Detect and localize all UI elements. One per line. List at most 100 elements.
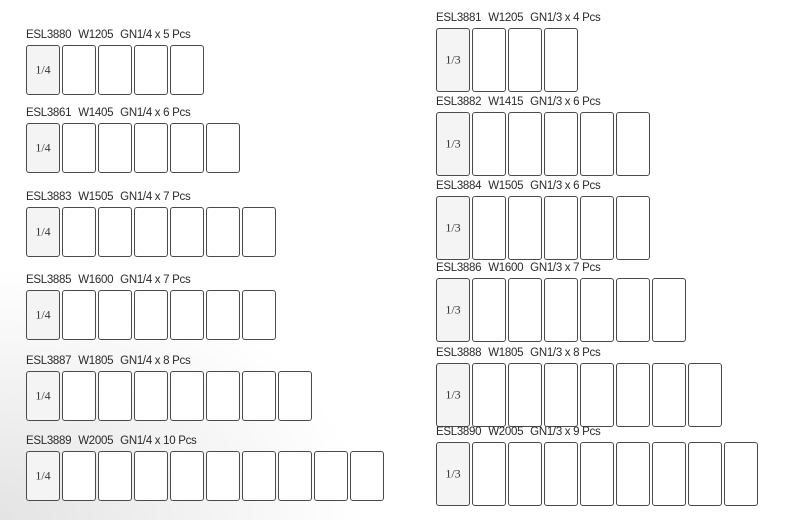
model-spec: GN1/4 x 8 Pcs — [120, 355, 191, 367]
pan-first-labeled: 1/4 — [26, 123, 60, 173]
pan-slot — [544, 442, 578, 506]
pan-slot — [170, 290, 204, 340]
pan-slot — [134, 123, 168, 173]
model-spec: GN1/4 x 7 Pcs — [120, 274, 191, 286]
pan-first-labeled: 1/4 — [26, 371, 60, 421]
pan-slot — [652, 278, 686, 342]
pan-slot — [134, 371, 168, 421]
model-code: ESL3881 — [436, 12, 482, 24]
pan-row: 1/3 — [436, 28, 580, 92]
model-width: W1505 — [488, 180, 524, 192]
model-caption: ESL3882 W1415 GN1/3 x 6 Pcs — [436, 95, 601, 109]
pan-slot — [62, 290, 96, 340]
pan-slot — [134, 207, 168, 257]
model-width: W1805 — [78, 355, 114, 367]
model-width: W1805 — [488, 347, 524, 359]
pan-first-labeled: 1/3 — [436, 442, 470, 506]
pan-slot — [170, 45, 204, 95]
pan-slot — [544, 363, 578, 427]
pan-size-label: 1/3 — [445, 220, 461, 235]
pan-slot — [580, 112, 614, 176]
pan-slot — [170, 123, 204, 173]
pan-size-label: 1/4 — [35, 468, 51, 483]
pan-slot — [134, 290, 168, 340]
pan-slot — [616, 278, 650, 342]
pan-size-label: 1/3 — [445, 387, 461, 402]
model-code: ESL3882 — [436, 96, 482, 108]
model-width: W2005 — [78, 435, 114, 447]
pan-slot — [688, 442, 722, 506]
pan-slot — [98, 451, 132, 501]
pan-slot — [472, 112, 506, 176]
pan-slot — [62, 45, 96, 95]
pan-row: 1/4 — [26, 371, 314, 421]
pan-size-label: 1/3 — [445, 52, 461, 67]
model-width: W2005 — [488, 426, 524, 438]
model-spec: GN1/4 x 5 Pcs — [120, 29, 191, 41]
pan-slot — [652, 442, 686, 506]
pan-slot — [62, 207, 96, 257]
pan-slot — [508, 363, 542, 427]
model-width: W1415 — [488, 96, 524, 108]
pan-size-label: 1/4 — [35, 140, 51, 155]
model-spec: GN1/3 x 4 Pcs — [530, 12, 601, 24]
pan-row: 1/3 — [436, 363, 724, 427]
pan-slot — [580, 278, 614, 342]
pan-row: 1/4 — [26, 207, 278, 257]
pan-first-labeled: 1/3 — [436, 278, 470, 342]
pan-slot — [616, 112, 650, 176]
pan-slot — [616, 196, 650, 260]
pan-size-label: 1/3 — [445, 466, 461, 481]
pan-row: 1/4 — [26, 45, 206, 95]
pan-slot — [98, 207, 132, 257]
pan-slot — [206, 290, 240, 340]
pan-size-label: 1/3 — [445, 302, 461, 317]
pan-slot — [350, 451, 384, 501]
model-width: W1205 — [78, 29, 114, 41]
pan-slot — [544, 112, 578, 176]
pan-slot — [170, 207, 204, 257]
pan-slot — [580, 363, 614, 427]
pan-slot — [472, 442, 506, 506]
model-width: W1600 — [488, 262, 524, 274]
pan-slot — [206, 371, 240, 421]
pan-slot — [278, 451, 312, 501]
pan-slot — [616, 442, 650, 506]
model-spec: GN1/3 x 6 Pcs — [530, 180, 601, 192]
pan-slot — [98, 123, 132, 173]
pan-row: 1/3 — [436, 442, 760, 506]
pan-slot — [508, 112, 542, 176]
pan-slot — [616, 363, 650, 427]
pan-slot — [508, 442, 542, 506]
model-code: ESL3885 — [26, 274, 72, 286]
pan-slot — [134, 451, 168, 501]
pan-slot — [508, 28, 542, 92]
model-spec: GN1/4 x 7 Pcs — [120, 191, 191, 203]
pan-first-labeled: 1/3 — [436, 363, 470, 427]
model-spec: GN1/3 x 6 Pcs — [530, 96, 601, 108]
model-width: W1505 — [78, 191, 114, 203]
model-width: W1600 — [78, 274, 114, 286]
pan-slot — [170, 451, 204, 501]
pan-slot — [544, 278, 578, 342]
model-code: ESL3888 — [436, 347, 482, 359]
pan-slot — [206, 451, 240, 501]
model-code: ESL3883 — [26, 191, 72, 203]
pan-slot — [688, 363, 722, 427]
model-caption: ESL3883 W1505 GN1/4 x 7 Pcs — [26, 190, 191, 204]
model-code: ESL3886 — [436, 262, 482, 274]
pan-size-label: 1/3 — [445, 136, 461, 151]
pan-slot — [242, 371, 276, 421]
pan-first-labeled: 1/4 — [26, 207, 60, 257]
pan-slot — [134, 45, 168, 95]
pan-slot — [242, 290, 276, 340]
pan-first-labeled: 1/3 — [436, 196, 470, 260]
pan-size-label: 1/4 — [35, 62, 51, 77]
pan-slot — [544, 28, 578, 92]
pan-slot — [206, 123, 240, 173]
pan-first-labeled: 1/3 — [436, 28, 470, 92]
pan-slot — [62, 451, 96, 501]
pan-slot — [242, 451, 276, 501]
